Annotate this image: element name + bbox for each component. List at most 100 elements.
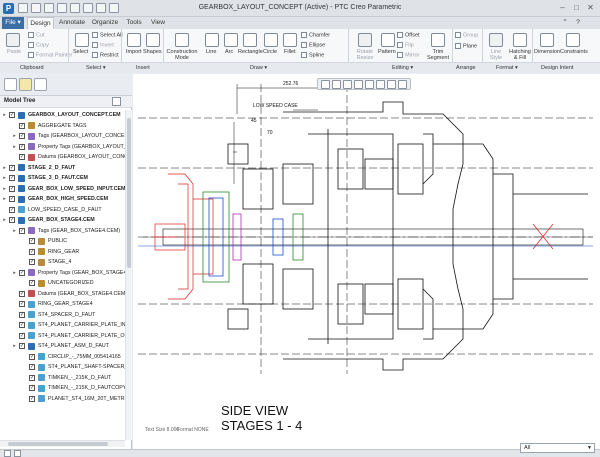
shapes-icon[interactable] (146, 33, 160, 47)
visibility-checkbox[interactable]: ✓ (29, 259, 35, 265)
visibility-checkbox[interactable]: ✓ (29, 385, 35, 391)
tree-item[interactable]: ▸✓GEARBOX_LAYOUT_CONCEPT.CEM (0, 110, 125, 121)
offset-button[interactable]: Offset (397, 32, 420, 38)
tab-annotate[interactable]: Annotate (57, 17, 87, 29)
expand-icon[interactable]: ▸ (12, 142, 17, 153)
tree-item[interactable]: ✓PUBLIC (0, 236, 125, 247)
pan-icon[interactable] (354, 80, 363, 89)
dimension-icon[interactable] (540, 33, 554, 47)
model-tree-tab-icon[interactable] (4, 78, 17, 91)
chamfer-button[interactable]: Chamfer (301, 32, 330, 38)
scroll-thumb[interactable] (8, 442, 108, 446)
paste-button[interactable]: Paste (7, 49, 21, 55)
visibility-checkbox[interactable]: ✓ (19, 343, 25, 349)
expand-icon[interactable]: ▸ (2, 194, 7, 205)
plane-button[interactable]: Plane (455, 43, 477, 49)
visibility-checkbox[interactable]: ✓ (19, 144, 25, 150)
message-icon[interactable] (14, 450, 21, 457)
tree-item[interactable]: ✓ST4_PLANET_CARRIER_PLATE_IN_D_FAUT (0, 320, 125, 331)
visibility-checkbox[interactable]: ✓ (9, 217, 15, 223)
ellipse-button[interactable]: Ellipse (301, 42, 325, 48)
visibility-checkbox[interactable]: ✓ (29, 249, 35, 255)
visibility-checkbox[interactable]: ✓ (19, 333, 25, 339)
tree-item[interactable]: ✓ST4_PLANET_CARRIER_PLATE_OUT_D_FAUT (0, 331, 125, 342)
group-button[interactable]: Group (455, 32, 478, 38)
status-icon[interactable] (4, 450, 11, 457)
expand-icon[interactable]: ▸ (2, 184, 7, 195)
expand-icon[interactable]: ▸ (2, 215, 7, 226)
circle-button[interactable]: Circle (263, 49, 277, 55)
visibility-checkbox[interactable]: ✓ (29, 280, 35, 286)
fillet-button[interactable]: Fillet (284, 49, 296, 55)
tree-item[interactable]: ✓Datums (GEARBOX_LAYOUT_CONCEPT.CEM) (0, 152, 125, 163)
tab-design[interactable]: Design (27, 17, 54, 29)
tree-item[interactable]: ✓UNCATEGORIZED (0, 278, 125, 289)
folder-browser-icon[interactable] (19, 78, 32, 91)
tree-item[interactable]: ▸✓GEAR_BOX_LOW_SPEED_INPUT.CEM (0, 184, 125, 195)
visibility-checkbox[interactable]: ✓ (19, 228, 25, 234)
tree-item[interactable]: ▸✓STAGE_3_D_FAUT.CEM (0, 173, 125, 184)
rotate-resize-button[interactable]: Rotate Resize (352, 49, 378, 61)
visibility-checkbox[interactable]: ✓ (9, 186, 15, 192)
tab-organize[interactable]: Organize (90, 17, 120, 29)
visibility-checkbox[interactable]: ✓ (19, 123, 25, 129)
invert-button[interactable]: Invert (92, 42, 114, 48)
visibility-checkbox[interactable]: ✓ (29, 375, 35, 381)
tree-vertical-scrollbar[interactable] (125, 110, 132, 440)
visibility-checkbox[interactable]: ✓ (19, 154, 25, 160)
select-all-button[interactable]: Select All (92, 32, 123, 38)
tree-horizontal-scrollbar[interactable] (0, 440, 125, 447)
format-painter-button[interactable]: Format Painter (28, 52, 72, 58)
visibility-checkbox[interactable]: ✓ (19, 133, 25, 139)
expand-icon[interactable]: ▸ (12, 341, 17, 352)
tree-item[interactable]: ✓AGGREGATE TAGS (0, 121, 125, 132)
cut-button[interactable]: Cut (28, 32, 45, 38)
maximize-button[interactable]: □ (570, 2, 583, 14)
tab-file[interactable]: File ▾ (2, 17, 24, 29)
tree-item[interactable]: ▸✓Property Tags (GEARBOX_LAYOUT_CONCEPT.… (0, 142, 125, 153)
constraints-button[interactable]: Constraints (560, 49, 588, 55)
expand-icon[interactable]: ▸ (2, 110, 7, 121)
visibility-checkbox[interactable]: ✓ (9, 175, 15, 181)
tree-item[interactable]: ✓Datums (GEAR_BOX_STAGE4.CEM) (0, 289, 125, 300)
visibility-checkbox[interactable]: ✓ (19, 291, 25, 297)
line-style-button[interactable]: Line Style (484, 49, 508, 61)
expand-icon[interactable]: ▸ (2, 163, 7, 174)
tab-tools[interactable]: Tools (123, 17, 145, 29)
trim-segment-icon[interactable] (431, 33, 445, 47)
hatching-fill-button[interactable]: Hatching & Fill (507, 49, 533, 61)
minimize-ribbon-icon[interactable]: ⌃ (560, 17, 570, 29)
visibility-checkbox[interactable]: ✓ (19, 270, 25, 276)
copy-button[interactable]: Copy (28, 42, 49, 48)
drawing-canvas[interactable]: 252.76 LOW SPEED CASE 45 70 SIDE VIEW ST… (133, 74, 600, 449)
paste-icon[interactable] (6, 33, 20, 47)
tree-item[interactable]: ▸✓Tags (GEARBOX_LAYOUT_CONCEPT.CEM) (0, 131, 125, 142)
line-style-icon[interactable] (489, 33, 503, 47)
constraints-icon[interactable] (566, 33, 580, 47)
shapes-button[interactable]: Shapes (143, 49, 162, 55)
tree-item[interactable]: ▸✓Property Tags (GEAR_BOX_STAGE4.CEM) (0, 268, 125, 279)
visibility-checkbox[interactable]: ✓ (9, 165, 15, 171)
minimize-button[interactable]: – (556, 2, 569, 14)
line-icon[interactable] (205, 33, 219, 47)
tree-item[interactable]: ✓TIMKEN_-_215K_D_FAUT (0, 373, 125, 384)
refit-icon[interactable] (321, 80, 330, 89)
group-label-select[interactable]: Select ▾ (86, 65, 106, 71)
expand-icon[interactable]: ▸ (2, 173, 7, 184)
close-button[interactable]: ✕ (584, 2, 597, 14)
tab-view[interactable]: View (148, 17, 168, 29)
visibility-checkbox[interactable]: ✓ (29, 354, 35, 360)
arc-button[interactable]: Arc (225, 49, 233, 55)
rectangle-icon[interactable] (243, 33, 257, 47)
fillet-icon[interactable] (283, 33, 297, 47)
rotate-resize-icon[interactable] (358, 33, 372, 47)
mirror-button[interactable]: Mirror (397, 52, 419, 58)
group-label-draw[interactable]: Draw ▾ (250, 65, 267, 71)
help-icon[interactable]: ? (573, 17, 583, 29)
scroll-thumb[interactable] (127, 118, 131, 268)
favorites-icon[interactable] (34, 78, 47, 91)
flip-button[interactable]: Flip (397, 42, 414, 48)
saved-views-icon[interactable] (387, 80, 396, 89)
restrict-button[interactable]: Restrict (92, 52, 119, 58)
tree-item[interactable]: ✓TIMKEN_-_215K_D_FAUTCOPY (0, 383, 125, 394)
